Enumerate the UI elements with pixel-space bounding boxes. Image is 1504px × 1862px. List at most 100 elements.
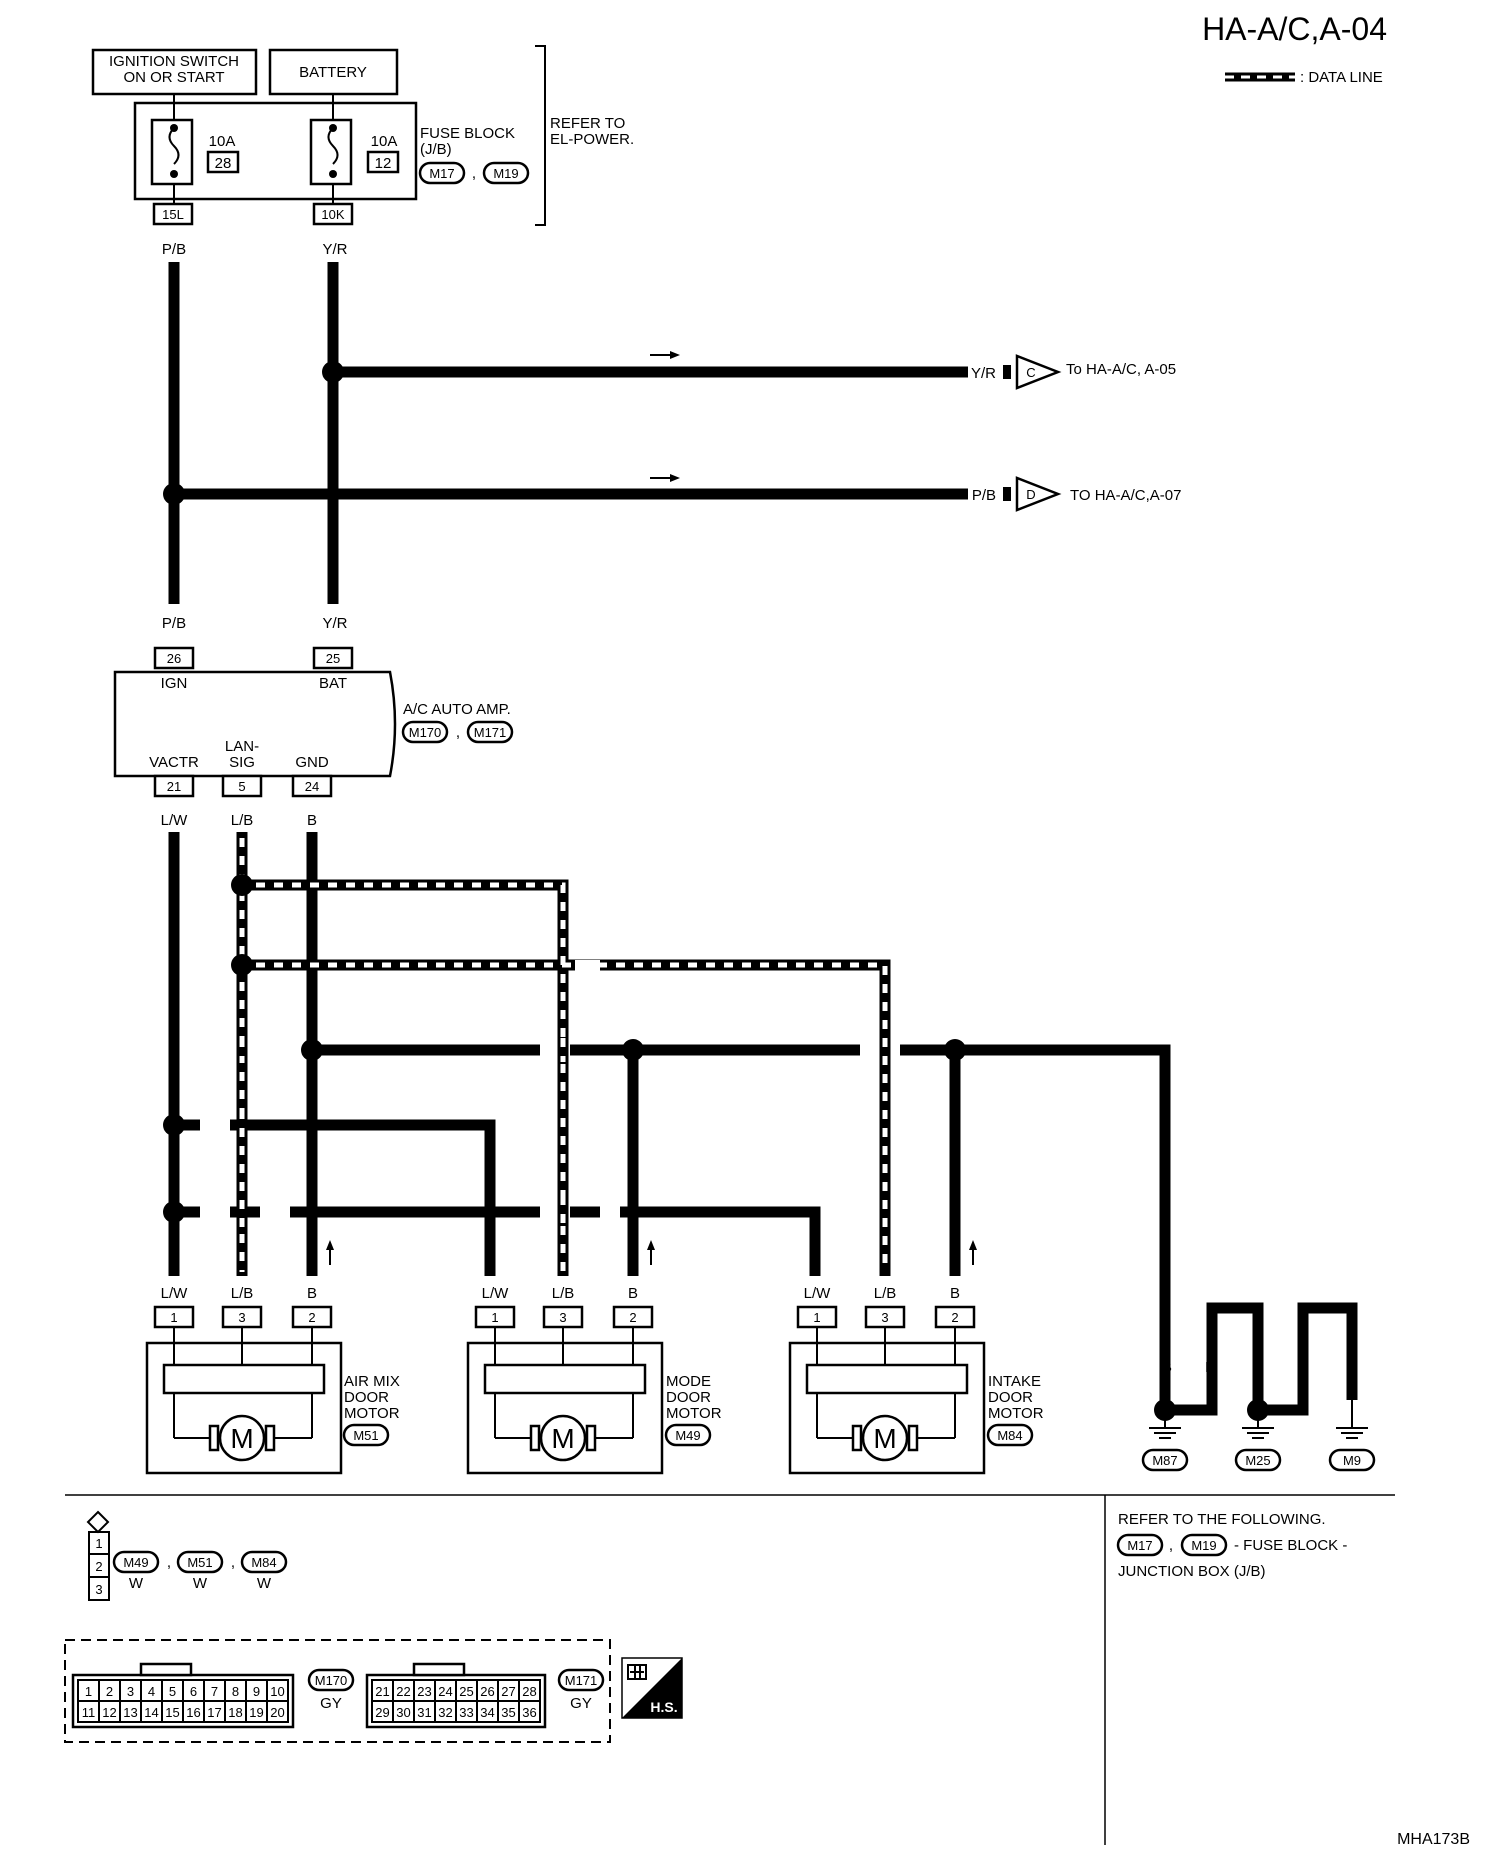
motor-1-name-2: DOOR — [666, 1389, 711, 1406]
amp-pin-24 — [291, 774, 333, 798]
amp-conn-M170-cavity-label: 2 — [106, 1684, 113, 1699]
data-line-label: : DATA LINE — [1300, 69, 1383, 86]
amp-conn-M171-cavity-label: 26 — [480, 1684, 494, 1699]
svg-text:25: 25 — [326, 651, 340, 666]
motor-1-pin-3 — [542, 1305, 584, 1329]
amp-conn-m171-id: M171 — [565, 1673, 598, 1688]
ignition-switch-label-2: ON OR START — [123, 69, 224, 86]
refer-conn-m19: M19 — [1191, 1538, 1216, 1553]
svg-text:,: , — [231, 1554, 235, 1571]
amp-conn-M170-cavity-label: 3 — [127, 1684, 134, 1699]
ground-wire-b-1: B — [1162, 1359, 1172, 1376]
motor-0-name-3: MOTOR — [344, 1405, 400, 1422]
amp-pin-ign: IGN — [161, 675, 188, 692]
motor-0-pin-3-label: 3 — [238, 1310, 245, 1325]
amp-pin-vactr: VACTR — [149, 754, 199, 771]
wire-color-lb-amp: L/B — [231, 812, 254, 829]
svg-text:26: 26 — [167, 651, 181, 666]
amp-conn-M170-cavity-label: 16 — [186, 1705, 200, 1720]
amp-conn-M170-cavity-label: 8 — [232, 1684, 239, 1699]
hs-label: H.S. — [650, 1699, 677, 1715]
amp-conn-M170-cavity-label: 13 — [123, 1705, 137, 1720]
ground-m87: M87 — [1152, 1453, 1177, 1468]
conn-m51-color: W — [193, 1575, 208, 1592]
motor-2-pin-2 — [934, 1305, 976, 1329]
refer-to-label-2: EL-POWER. — [550, 131, 634, 148]
fuse-block-connector-m17: M17 — [429, 166, 454, 181]
ground-wire-b-4: B — [1298, 1359, 1308, 1376]
wire-color-b-amp: B — [307, 812, 317, 829]
motor-2-connector: M84 — [997, 1428, 1022, 1443]
fuse-block-label-2: (J/B) — [420, 141, 452, 158]
motor-2-pin-1-label: 1 — [813, 1310, 820, 1325]
amp-conn-M170-cavity-label: 5 — [169, 1684, 176, 1699]
amp-connector-panel — [64, 1639, 611, 1743]
svg-text:,: , — [167, 1554, 171, 1571]
ac-auto-amp — [113, 670, 397, 778]
motor-2-pin-1-wire: L/W — [804, 1285, 832, 1302]
motor-2-pin-1 — [796, 1305, 838, 1329]
motor-0-pin-1 — [153, 1305, 195, 1329]
ground-wire-b-5: B — [1347, 1359, 1357, 1376]
amp-conn-M170-cavity-label: 1 — [85, 1684, 92, 1699]
conn-m49: M49 — [123, 1555, 148, 1570]
fuse-28-number: 28 — [215, 155, 232, 172]
wire-b — [301, 832, 1171, 1376]
amp-conn-M170-cavity-label: 12 — [102, 1705, 116, 1720]
motor-0-symbol-label: M — [230, 1423, 253, 1454]
battery-label: BATTERY — [299, 64, 367, 81]
wire-color-yr-top: Y/R — [322, 241, 347, 258]
amp-conn-M170-cavity-label: 18 — [228, 1705, 242, 1720]
motor-1-pin-1-label: 1 — [491, 1310, 498, 1325]
svg-text:15L: 15L — [162, 207, 184, 222]
motor-2-name-2: DOOR — [988, 1389, 1033, 1406]
amp-conn-M171-cavity-label: 24 — [438, 1684, 452, 1699]
motor-0-symbol-icon — [218, 1414, 266, 1462]
figure-code: MHA173B — [1397, 1831, 1470, 1848]
amp-conn-M171-cavity-label: 28 — [522, 1684, 536, 1699]
fuse-12-number: 12 — [375, 155, 392, 172]
amp-pin-5 — [221, 774, 263, 798]
connector-c-arrow — [1015, 354, 1062, 390]
wire-color-pb-amp: P/B — [162, 615, 186, 632]
refer-conn-m17: M17 — [1127, 1538, 1152, 1553]
ground-wire-b-2: B — [1205, 1359, 1215, 1376]
motor-1-pin-2-label: 2 — [629, 1310, 636, 1325]
amp-conn-M170-cavity-label: 6 — [190, 1684, 197, 1699]
branch-c-text: To HA-A/C, A-05 — [1066, 361, 1176, 378]
svg-text:,: , — [456, 724, 460, 741]
branch-d-text: TO HA-A/C,A-07 — [1070, 487, 1181, 504]
ground-wire-b-3: B — [1253, 1359, 1263, 1376]
motor-1-pin-3-wire: L/B — [552, 1285, 575, 1302]
amp-conn-M171-cavity-label: 35 — [501, 1705, 515, 1720]
refer-to-label-1: REFER TO — [550, 115, 625, 132]
amp-pin-lansig-1: LAN- — [225, 738, 259, 755]
amp-conn-M170-cavity-label: 11 — [82, 1705, 96, 1720]
svg-text:,: , — [1169, 1537, 1173, 1554]
amp-conn-M171-cavity-label: 33 — [459, 1705, 473, 1720]
amp-pin-26 — [153, 646, 195, 670]
amp-pin-21 — [153, 774, 195, 798]
svg-text:3: 3 — [95, 1582, 102, 1597]
conn-m51: M51 — [187, 1555, 212, 1570]
fuse-block-label-1: FUSE BLOCK — [420, 125, 515, 142]
amp-conn-M171-cavity-label: 27 — [501, 1684, 515, 1699]
refer-following-title: REFER TO THE FOLLOWING. — [1118, 1511, 1326, 1528]
amp-conn-M170-cavity-label: 15 — [165, 1705, 179, 1720]
wire-color-yr-amp: Y/R — [322, 615, 347, 632]
motor-connector-view: 1 2 3 — [86, 1510, 110, 1601]
svg-text:,: , — [472, 165, 476, 182]
motor-2-name-1: INTAKE — [988, 1373, 1041, 1390]
motor-0-name-2: DOOR — [344, 1389, 389, 1406]
refer-fuse-block: - FUSE BLOCK - — [1234, 1537, 1347, 1554]
branch-c-wire: Y/R — [971, 365, 996, 382]
amp-pin-gnd: GND — [295, 754, 329, 771]
motor-1-pin-3-label: 3 — [559, 1310, 566, 1325]
amp-conn-M171-cavity-label: 23 — [417, 1684, 431, 1699]
motor-2-pin-2-label: 2 — [951, 1310, 958, 1325]
amp-conn-M171-cavity — [518, 1700, 541, 1723]
motor-2-pin-3-label: 3 — [881, 1310, 888, 1325]
svg-text:2: 2 — [95, 1559, 102, 1574]
data-line-legend: : DATA LINE — [1225, 69, 1383, 86]
svg-text:1: 1 — [95, 1536, 102, 1551]
